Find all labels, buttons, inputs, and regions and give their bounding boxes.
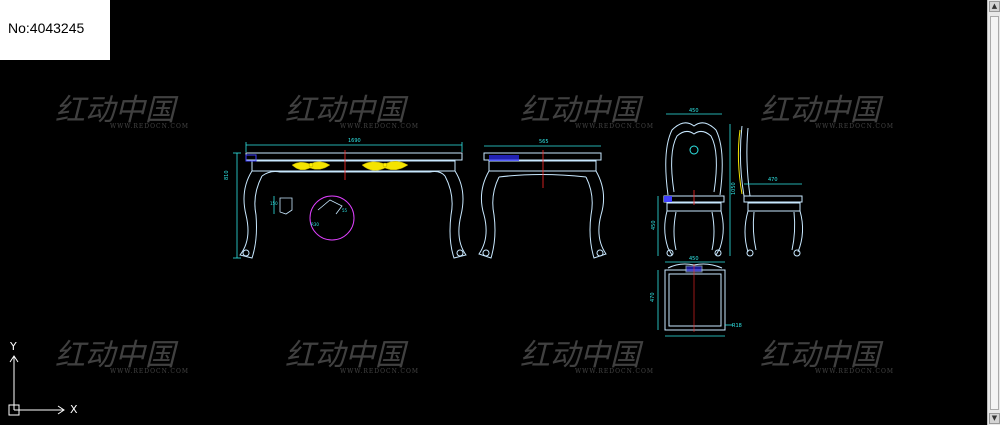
dim-detail-c: 55	[342, 208, 348, 213]
dim-chair-seat: 450	[651, 220, 657, 230]
chair-plan-dimensions	[657, 261, 733, 337]
image-id-label: No:4043245	[8, 20, 85, 36]
dim-table-height: 810	[224, 170, 230, 180]
dim-chair-width: 450	[689, 108, 699, 114]
scroll-down-arrow-icon[interactable]: ▼	[989, 413, 1000, 424]
ucs-x-label: X	[70, 403, 78, 416]
scrollbar-thumb[interactable]	[990, 16, 999, 410]
table-front-dimensions	[233, 142, 463, 259]
chair-seat-profile-mark	[664, 196, 672, 202]
table-carving-ornament	[291, 161, 409, 171]
dim-plan-note: R18	[732, 323, 742, 329]
ucs-y-label: Y	[10, 340, 17, 353]
scroll-up-arrow-icon[interactable]: ▲	[989, 1, 1000, 12]
table-side-view	[478, 152, 607, 259]
table-side-profile-mark	[489, 155, 519, 161]
image-id-box: No:4043245	[0, 0, 110, 60]
dim-chair-height: 1050	[731, 182, 737, 195]
dim-chair-side-depth: 470	[768, 177, 778, 183]
dim-detail-b: R30	[311, 222, 319, 227]
table-top-profile-mark	[245, 154, 257, 162]
ucs-axis-icon	[8, 355, 65, 416]
chair-back-medallion	[689, 145, 699, 155]
dim-plan-width: 450	[689, 256, 699, 262]
dim-plan-depth: 470	[650, 292, 656, 302]
chair-plan-view	[664, 263, 726, 332]
chair-back-carving	[737, 129, 743, 195]
table-leg-detail-circle	[309, 195, 355, 241]
chair-front-dimensions	[657, 113, 731, 256]
chair-side-view	[739, 125, 804, 257]
table-edge-detail	[273, 196, 293, 215]
dim-detail-a: 150	[270, 201, 278, 206]
dim-table-length: 1690	[348, 138, 361, 144]
vertical-scrollbar[interactable]: ▲ ▼	[987, 0, 1000, 425]
dim-table-depth: 565	[539, 139, 549, 145]
